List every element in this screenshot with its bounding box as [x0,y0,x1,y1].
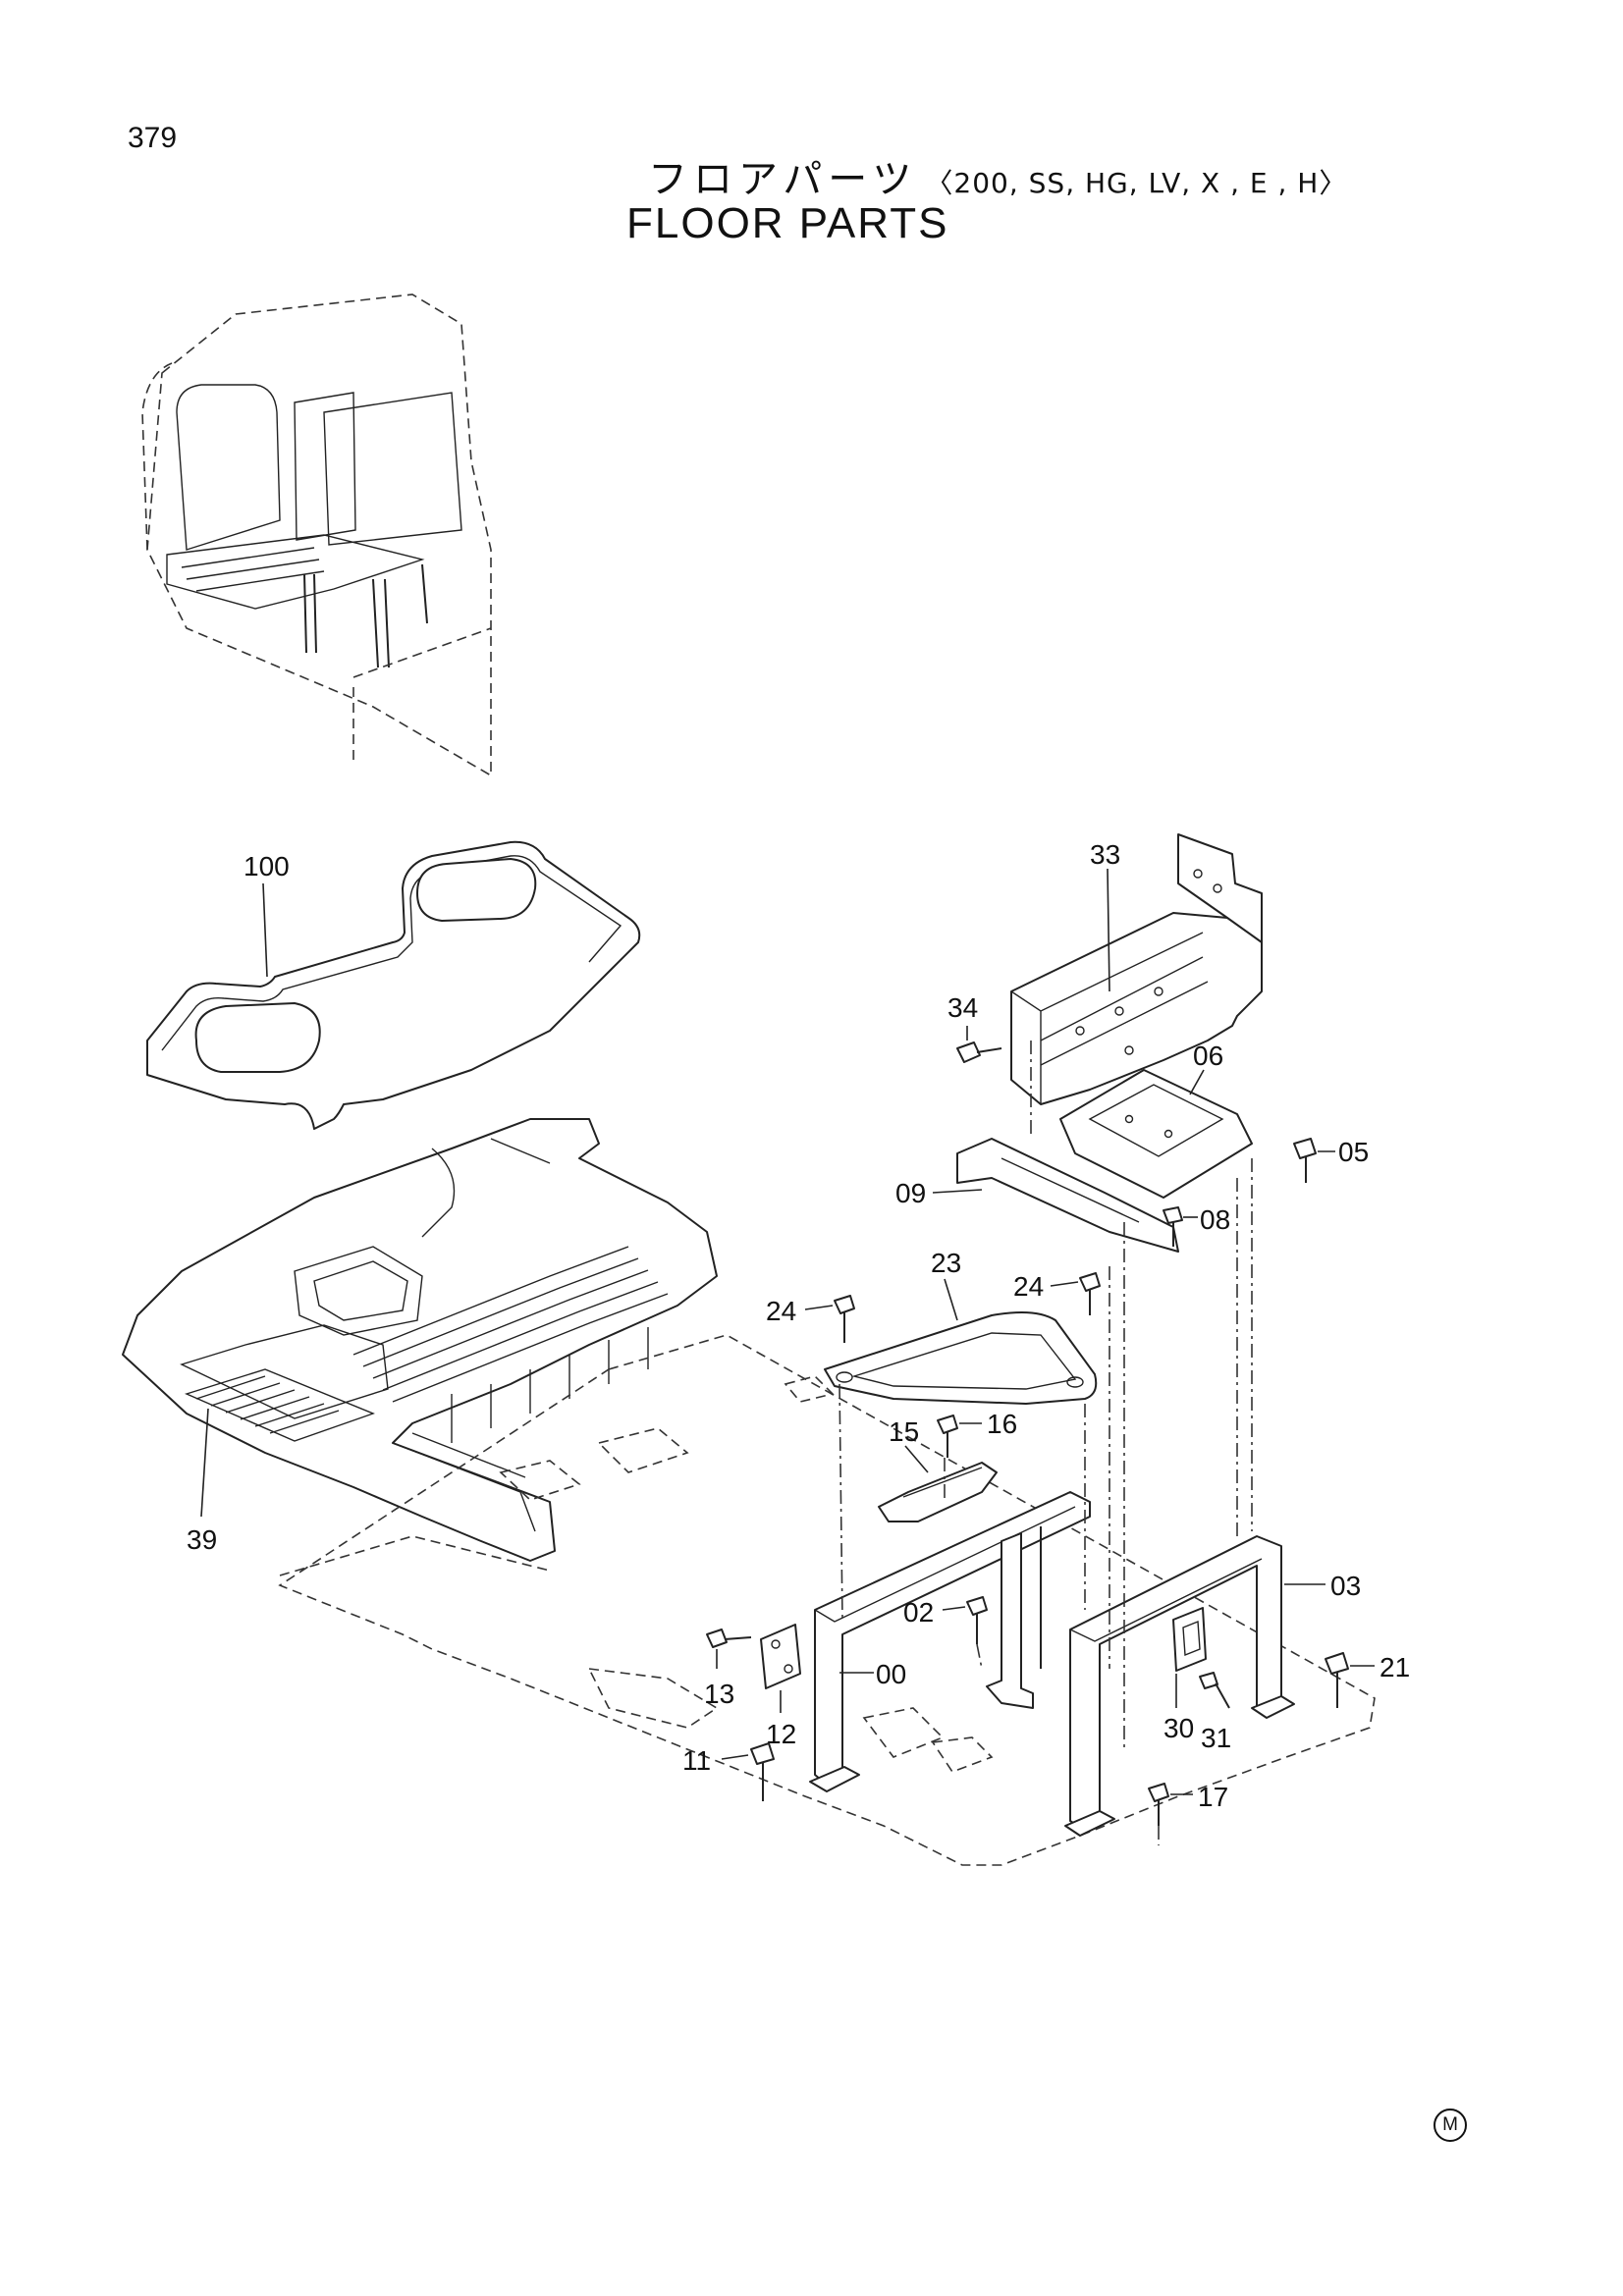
label-00: 00 [876,1659,906,1689]
bracket-09-icon [956,1138,1179,1253]
base-plate-outline [278,1334,1376,1866]
bolt-11-icon [750,1742,775,1801]
bolt-16-icon [937,1415,958,1458]
bolt-21-icon [1325,1652,1349,1708]
bolt-08-icon [1163,1206,1183,1247]
title-models: 〈200, SS, HG, LV, X , E , H〉 [925,167,1348,199]
page-number: 379 [128,122,178,154]
label-16: 16 [987,1409,1017,1439]
title-japanese: フロアパーツ〈200, SS, HG, LV, X , E , H〉 [648,147,1347,204]
frame-00-icon [809,1491,1091,1792]
label-23: 23 [931,1248,961,1278]
label-15: 15 [889,1416,919,1447]
bolt-17-icon [1148,1783,1169,1826]
plate-23-icon [824,1311,1098,1405]
plate-12-icon [760,1624,801,1689]
label-08: 08 [1200,1204,1230,1235]
label-12: 12 [766,1719,796,1749]
floor-mat-icon [146,840,641,1130]
label-34: 34 [947,992,978,1023]
bolt-02-icon [966,1596,988,1644]
label-11: 11 [682,1745,711,1776]
frame-03-icon [1064,1535,1295,1837]
bracket-06-icon [1059,1069,1253,1199]
label-03: 03 [1330,1571,1361,1601]
label-39: 39 [187,1524,217,1555]
bolt-24b-icon [1079,1272,1101,1315]
label-05: 05 [1338,1137,1369,1167]
label-31: 31 [1201,1723,1231,1753]
label-30: 30 [1163,1713,1194,1743]
bolt-24a-icon [834,1295,855,1343]
bolt-34-icon [956,1041,1002,1063]
label-17: 17 [1198,1782,1228,1812]
label-100: 100 [243,851,290,881]
bracket-30-icon [1172,1607,1207,1672]
label-24b: 24 [1013,1271,1044,1302]
label-21: 21 [1380,1652,1410,1682]
cab-overview-icon [141,294,492,777]
label-33: 33 [1090,839,1120,870]
label-06: 06 [1193,1041,1223,1071]
bracket-15-icon [878,1462,998,1522]
page-title: FLOOR PARTS [626,199,949,247]
title-jp-text: フロアパーツ [648,157,918,202]
bolt-05-icon [1293,1138,1317,1183]
label-13: 13 [704,1679,734,1709]
bolt-31-icon [1199,1672,1230,1709]
label-09: 09 [895,1178,926,1208]
label-24a: 24 [766,1296,796,1326]
bolt-13-icon [706,1629,752,1648]
floor-panel-icon [122,1118,718,1562]
frame-stand-icon [1010,833,1263,1105]
label-02: 02 [903,1597,934,1628]
manufacturer-mark: M [1434,2109,1467,2142]
